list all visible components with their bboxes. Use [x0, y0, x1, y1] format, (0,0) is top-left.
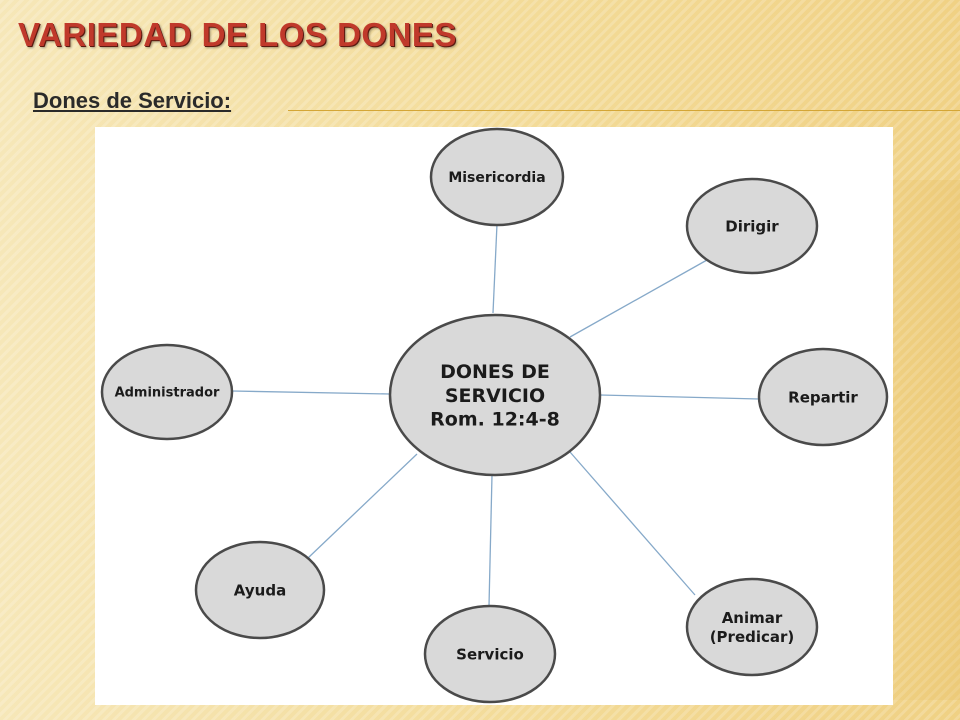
node-misericordia-shape — [429, 127, 565, 227]
node-ayuda: Ayuda — [194, 540, 326, 640]
node-dirigir-shape — [685, 177, 819, 275]
node-ayuda-shape — [194, 540, 326, 640]
connector-misericordia — [492, 223, 498, 314]
node-animar-label-1: (Predicar) — [710, 628, 795, 646]
node-animar-label-0: Animar — [722, 609, 783, 627]
node-administrador: Administrador — [100, 343, 234, 441]
slide-title: VARIEDAD DE LOS DONES — [18, 16, 457, 53]
node-servicio-label-0: Servicio — [456, 645, 524, 663]
node-ayuda-label-0: Ayuda — [234, 581, 286, 599]
node-animar: Animar(Predicar) — [685, 577, 819, 677]
subtitle-rule — [288, 110, 960, 111]
slide-subtitle: Dones de Servicio: — [33, 88, 232, 113]
connector-administrador — [231, 390, 391, 395]
connector-servicio — [488, 474, 493, 607]
node-dirigir: Dirigir — [685, 177, 819, 275]
node-administrador-label-0: Administrador — [115, 386, 220, 401]
center-node-label-2: Rom. 12:4-8 — [430, 409, 560, 431]
connector-animar — [569, 451, 696, 596]
connector-ayuda — [307, 453, 418, 559]
center-node-label-1: SERVICIO — [445, 385, 545, 407]
node-misericordia: Misericordia — [429, 127, 565, 227]
node-misericordia-label-0: Misericordia — [448, 170, 545, 186]
node-repartir: Repartir — [757, 347, 889, 447]
node-servicio: Servicio — [423, 604, 557, 704]
connector-dirigir — [569, 259, 708, 338]
node-animar-shape — [685, 577, 819, 677]
center-node-shape — [388, 313, 602, 477]
connector-repartir — [599, 394, 760, 400]
node-administrador-shape — [100, 343, 234, 441]
center-node-label-0: DONES DE — [440, 361, 550, 383]
node-dirigir-label-0: Dirigir — [725, 217, 779, 235]
spoke-diagram: MisericordiaDirigirRepartirAnimar(Predic… — [100, 127, 889, 704]
node-repartir-shape — [757, 347, 889, 447]
node-servicio-shape — [423, 604, 557, 704]
node-repartir-label-0: Repartir — [788, 388, 858, 406]
